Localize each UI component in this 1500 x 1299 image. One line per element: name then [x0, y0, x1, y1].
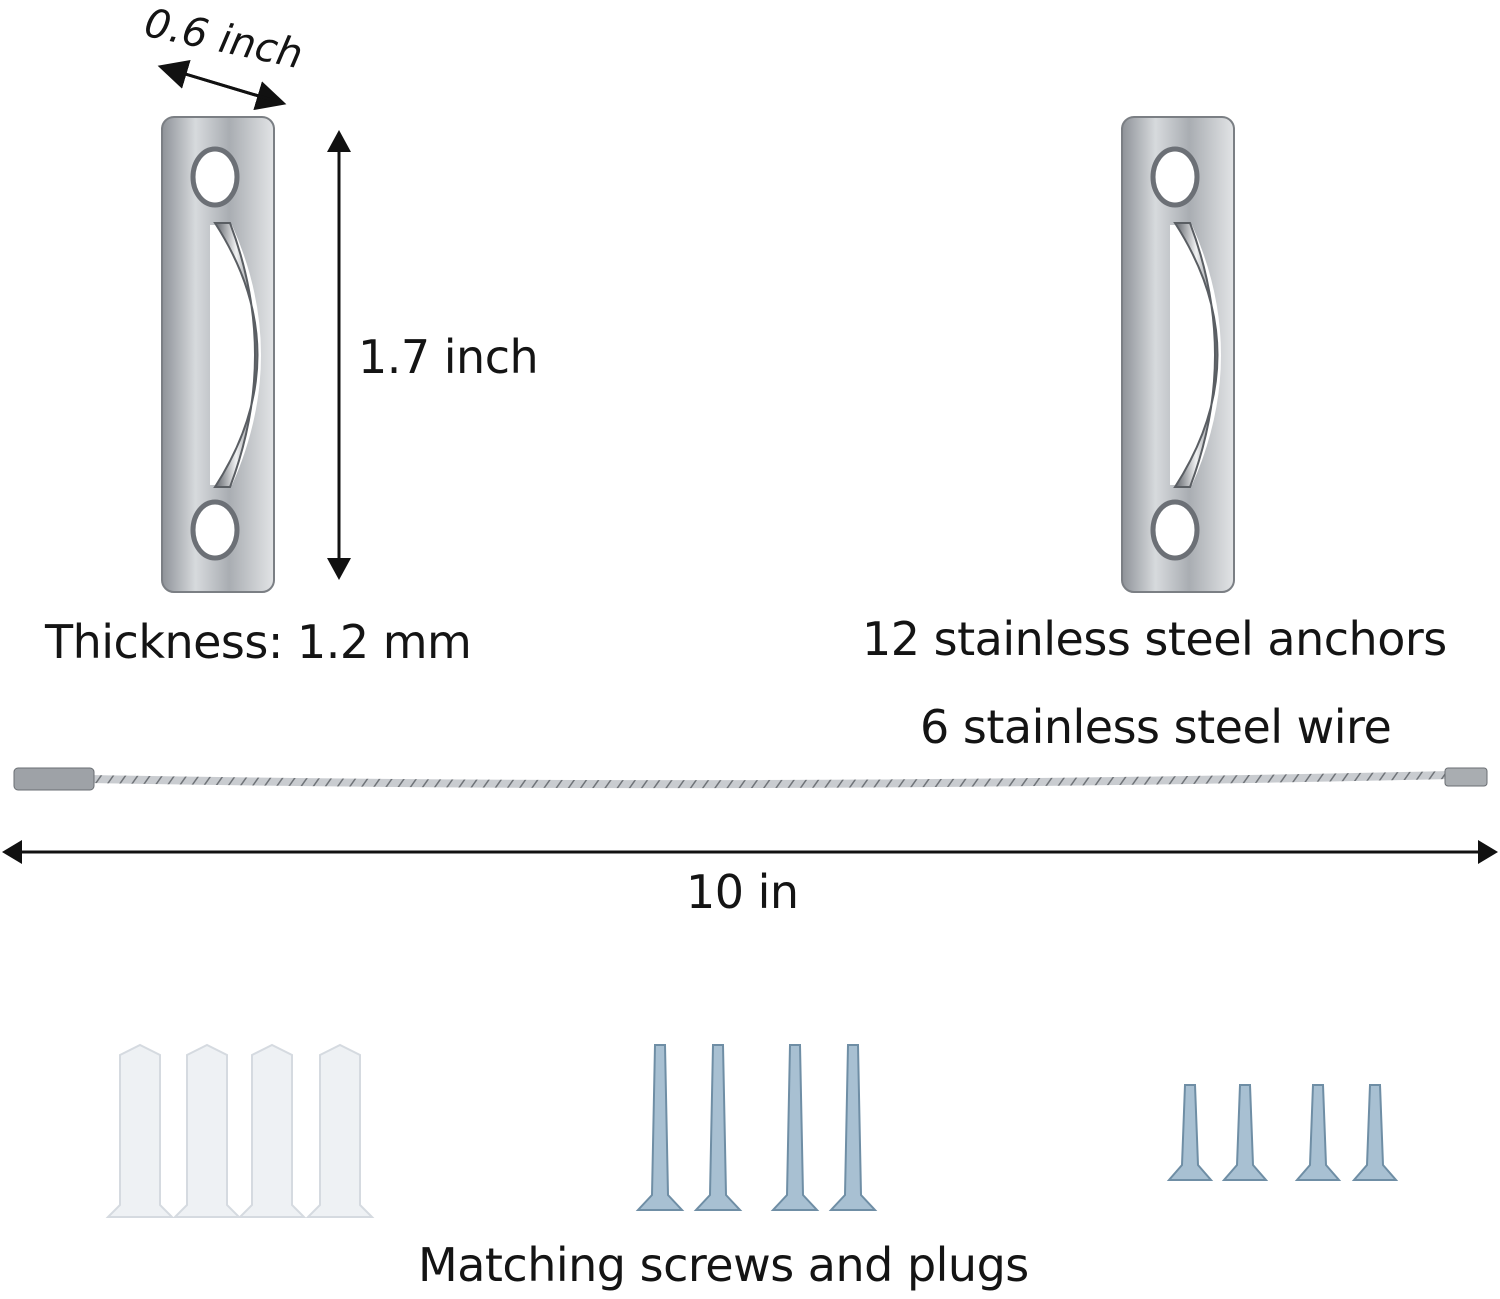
- anchor-plate-right: [1121, 116, 1235, 593]
- length-arrow-icon: [2, 840, 1498, 864]
- long-screws: [635, 1044, 878, 1211]
- anchor-plate-left: [161, 116, 275, 593]
- short-screws: [1166, 1084, 1399, 1181]
- width-arrow-icon: [157, 59, 287, 111]
- wall-plugs: [105, 1043, 375, 1218]
- wire-label: 6 stainless steel wire: [920, 700, 1392, 754]
- hardware-label: Matching screws and plugs: [418, 1238, 1029, 1292]
- anchors-label: 12 stainless steel anchors: [862, 612, 1447, 666]
- thickness-label: Thickness: 1.2 mm: [45, 615, 472, 669]
- steel-wire: [13, 767, 1488, 791]
- height-label: 1.7 inch: [358, 330, 539, 384]
- height-arrow-icon: [327, 130, 351, 580]
- wire-length-label: 10 in: [686, 865, 799, 919]
